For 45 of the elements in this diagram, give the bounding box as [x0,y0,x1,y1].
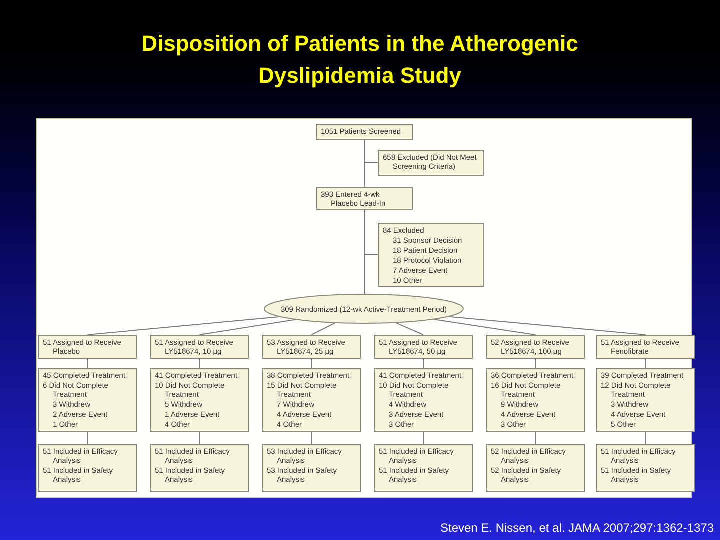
connector-line [645,432,646,444]
flow-box [262,368,361,432]
connector-line [645,358,646,368]
flow-box [38,368,137,432]
flow-box [374,444,473,492]
flow-box [38,335,137,359]
flow-box [38,444,137,492]
citation-caption: Steven E. Nissen, et al. JAMA 2007;297:1362-1373 [440,520,714,536]
connector-line [423,432,424,444]
connector-line [423,358,424,368]
connector-line [199,319,296,336]
flow-box [262,444,361,492]
flow-box [596,335,695,359]
connector-line [535,358,536,368]
connector-line [364,140,365,188]
flow-box [486,368,585,432]
connector-line [87,432,88,444]
flow-box [150,335,249,359]
flow-box [150,368,249,432]
connector-line [311,432,312,444]
connector-line [396,322,424,336]
connector-line [535,432,536,444]
flow-box [596,444,695,492]
flow-box [262,335,361,359]
flow-box [596,368,695,432]
flow-box [486,335,585,359]
flow-box [486,444,585,492]
connector-line [87,358,88,368]
flow-box [150,444,249,492]
connector-line [311,358,312,368]
connector-line [364,210,365,294]
connector-line [311,322,336,336]
connector-line [87,316,280,336]
flow-box [374,335,473,359]
randomization-ellipse [264,294,464,324]
flow-box [378,150,484,176]
connector-line [199,432,200,444]
flow-box [316,187,413,210]
flow-box [316,124,413,140]
connector-line [434,319,536,336]
connector-line [448,316,646,336]
flow-box [374,368,473,432]
flow-box [378,223,484,287]
connector-line [199,358,200,368]
slide-title: Disposition of Patients in the Atherogenic Dyslipidemia Study [140,30,580,90]
